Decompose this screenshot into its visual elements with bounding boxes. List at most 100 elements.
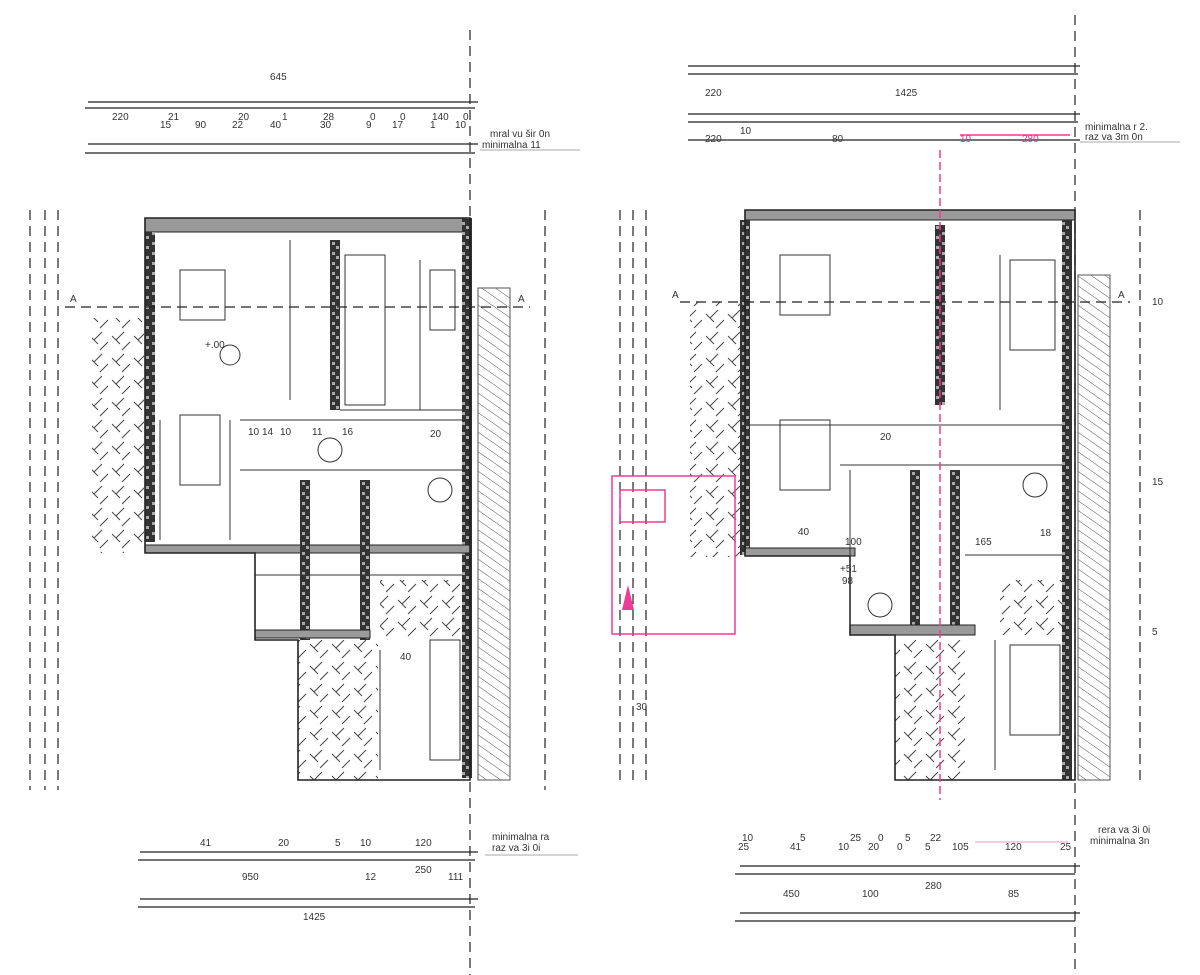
- dim: 120: [1005, 842, 1022, 853]
- dim: 165: [975, 537, 992, 548]
- dim: 1: [430, 120, 436, 131]
- left-top-dimensions: 645 220 21 20 1 28 0 0 140 0 15 90 22 40…: [85, 72, 580, 154]
- interior-wall: [910, 470, 920, 630]
- pavement-area: [380, 580, 470, 640]
- section-mark: A: [672, 290, 679, 301]
- right-floor-plan: 220 1425 220 10 80 10 280 minimalna r 2.…: [611, 15, 1180, 975]
- dim: 20: [238, 112, 250, 123]
- north-wall: [744, 209, 1076, 221]
- west-wall: [145, 232, 155, 542]
- wall: [254, 629, 371, 639]
- interior-wall: [300, 480, 310, 640]
- dim: 250: [415, 865, 432, 876]
- dim: 5: [800, 833, 806, 844]
- section-mark: A: [1118, 290, 1125, 301]
- dim: 28: [323, 112, 335, 123]
- section-mark: A: [518, 294, 525, 305]
- interior-lines: [159, 240, 462, 770]
- setback-note: minimalna 3n: [1090, 836, 1149, 847]
- dim: 98: [842, 576, 854, 587]
- dim: 12: [365, 872, 377, 883]
- furniture: [779, 254, 1061, 736]
- dim: 220: [705, 134, 722, 145]
- dim: 41: [200, 838, 212, 849]
- building-outline: [144, 217, 471, 781]
- dim: 0: [463, 112, 469, 123]
- dim: 10: [740, 126, 752, 137]
- dim: 220: [705, 88, 722, 99]
- dim: 105: [952, 842, 969, 853]
- dim: 0: [878, 833, 884, 844]
- dim: 140: [432, 112, 449, 123]
- east-wall: [1062, 220, 1072, 780]
- dim: 25: [738, 842, 750, 853]
- dim: 10: [960, 134, 972, 145]
- dim: 100: [845, 537, 862, 548]
- dim: 20: [880, 432, 892, 443]
- dim: 10: [360, 838, 372, 849]
- dim: 10: [838, 842, 850, 853]
- dim-overall: 1425: [895, 88, 918, 99]
- retaining-wall-hatch: [1077, 274, 1111, 781]
- south-wall: [744, 547, 856, 557]
- dim: 11: [312, 427, 323, 438]
- dim: 40: [270, 120, 282, 131]
- left-floor-plan: 645 220 21 20 1 28 0 0 140 0 15 90 22 40…: [29, 30, 580, 975]
- setback-note: mral vu šir 0n: [490, 129, 550, 140]
- dim: 120: [415, 838, 432, 849]
- left-bottom-dimensions: 41 20 5 10 120 950 12 250 111 1425 minim…: [138, 832, 578, 923]
- parking-outline: [611, 475, 736, 635]
- dim: 280: [925, 881, 942, 892]
- dim: 14: [262, 427, 274, 438]
- dim: 0: [400, 112, 406, 123]
- building-outline: [744, 209, 1076, 781]
- dim: 9: [366, 120, 372, 131]
- dim: 220: [112, 112, 129, 123]
- pavement-area: [895, 640, 965, 780]
- terrace-pavement: [690, 302, 745, 557]
- dim: 950: [242, 872, 259, 883]
- dim: 80: [832, 134, 844, 145]
- dim: 10: [455, 120, 467, 131]
- dim: 15: [160, 120, 172, 131]
- dim: 18: [1040, 528, 1052, 539]
- person-icon: [622, 585, 634, 610]
- dim: 20: [278, 838, 290, 849]
- setback-note: rera va 3i 0i: [1098, 825, 1150, 836]
- dim: 20: [868, 842, 880, 853]
- dim: 85: [1008, 889, 1020, 900]
- dim: 22: [930, 833, 942, 844]
- dim: +51: [840, 564, 857, 575]
- interior-wall: [330, 240, 340, 410]
- left-vertical-dimensions: [29, 210, 546, 790]
- section-mark: A: [70, 294, 77, 305]
- dim: 10: [742, 833, 754, 844]
- dim: 5: [925, 842, 931, 853]
- right-top-dimensions: 220 1425 220 10 80 10 280 minimalna r 2.…: [688, 65, 1180, 145]
- interior-lines: [745, 255, 1062, 770]
- interior-wall: [950, 470, 960, 630]
- dim: 280: [1022, 134, 1039, 145]
- right-bottom-dimensions: 10 5 25 0 5 22 120 25 25 41 10 20 0 5 10…: [735, 825, 1150, 922]
- dim: 5: [905, 833, 911, 844]
- level-mark: +.00: [205, 340, 225, 351]
- dim: 10: [248, 427, 260, 438]
- dim: 90: [195, 120, 207, 131]
- dim: 25: [850, 833, 862, 844]
- dim: 15: [1152, 477, 1164, 488]
- dim: 16: [342, 427, 354, 438]
- dim: 0: [897, 842, 903, 853]
- setback-note: minimalna r 2.: [1085, 122, 1148, 133]
- dim: 25: [1060, 842, 1072, 853]
- dim: 1: [282, 112, 288, 123]
- wall: [849, 624, 976, 636]
- dim: 100: [862, 889, 879, 900]
- furniture: [179, 254, 461, 761]
- setback-note: raz va 3i 0i: [492, 843, 540, 854]
- dim: 5: [1152, 627, 1158, 638]
- pavement-area: [1000, 580, 1070, 635]
- dim: 5: [335, 838, 341, 849]
- dim: 21: [168, 112, 180, 123]
- setback-note: raz va 3m 0n: [1085, 132, 1143, 143]
- dim: 30: [636, 702, 648, 713]
